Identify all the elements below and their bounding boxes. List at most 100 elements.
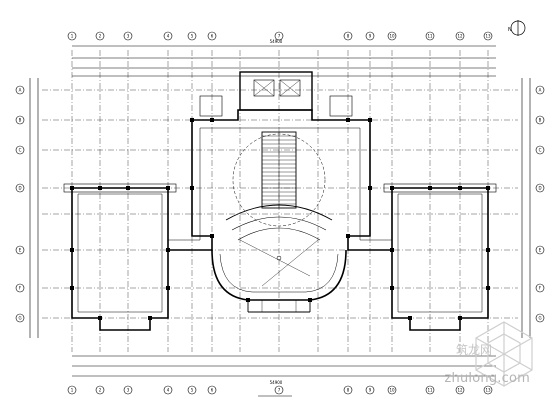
column	[368, 118, 372, 122]
axis-bubble	[15, 145, 25, 155]
axis-bubble	[15, 283, 25, 293]
column	[166, 186, 170, 190]
axis-bubble	[455, 385, 465, 395]
axis-bubble-label: 4	[167, 388, 170, 393]
column	[190, 118, 194, 122]
watermark: 筑龙网 zhulong.com	[392, 312, 552, 404]
axis-bubble	[163, 385, 173, 395]
axis-bubble-label: E	[539, 248, 542, 253]
column	[346, 234, 350, 238]
axis-bubble-label: 7	[278, 388, 281, 393]
watermark-chinese-text: 筑龙网	[455, 343, 492, 357]
top-dimension-lines	[72, 45, 496, 77]
column	[166, 248, 170, 252]
axis-bubble	[343, 31, 353, 41]
column	[368, 186, 372, 190]
axis-bubble	[274, 31, 284, 41]
column	[70, 286, 74, 290]
column	[390, 286, 394, 290]
right-wing	[383, 183, 497, 331]
axis-bubble-label: A	[539, 88, 542, 93]
axis-bubble	[15, 115, 25, 125]
axis-bubble-label: E	[19, 248, 22, 253]
axis-bubble	[425, 31, 435, 41]
axis-bubble	[187, 385, 197, 395]
column	[210, 118, 214, 122]
column	[166, 286, 170, 290]
column	[246, 298, 250, 302]
axis-bubble-label: 13	[485, 34, 491, 39]
axis-bubble-label: F	[19, 286, 22, 291]
column	[148, 316, 152, 320]
column	[486, 248, 490, 252]
axis-bubble-label: 6	[211, 388, 214, 393]
axis-bubble	[483, 31, 493, 41]
axis-bubble-label: B	[19, 118, 22, 123]
axis-bubble-label: 9	[369, 388, 372, 393]
north-arrow: N	[508, 20, 526, 36]
axis-bubble	[274, 385, 284, 395]
axis-bubble	[163, 31, 173, 41]
axis-bubble	[123, 31, 133, 41]
north-label: N	[508, 27, 512, 33]
watermark-text: zhulong.com	[444, 371, 530, 386]
column	[308, 298, 312, 302]
column	[210, 234, 214, 238]
overall-dimension-bottom: 54900	[270, 380, 283, 385]
axis-bubble-label: 11	[427, 388, 433, 393]
axis-bubble	[343, 385, 353, 395]
axis-bubble	[207, 385, 217, 395]
axis-bubble-label: C	[19, 148, 22, 153]
axis-bubble	[187, 31, 197, 41]
axis-bubble-label: 3	[127, 34, 130, 39]
axis-bubble	[67, 385, 77, 395]
axis-bubble-label: 6	[211, 34, 214, 39]
axis-bubble	[15, 245, 25, 255]
bottom-dimension-lines	[72, 355, 496, 377]
axis-bubble-label: C	[539, 148, 542, 153]
axis-bubble-label: G	[18, 316, 21, 321]
axis-bubble-label: 11	[427, 34, 433, 39]
axis-bubble	[535, 85, 545, 95]
axis-bubble-label: 8	[347, 388, 350, 393]
axis-bubble-label: D	[18, 186, 21, 191]
axis-bubble	[535, 245, 545, 255]
structural-columns	[70, 118, 490, 320]
axis-bubble	[67, 31, 77, 41]
column	[98, 316, 102, 320]
axis-bubble-label: 3	[127, 388, 130, 393]
main-staircase	[261, 131, 297, 209]
axis-bubble	[455, 31, 465, 41]
column	[70, 248, 74, 252]
axis-bubble	[535, 115, 545, 125]
axis-bubble-label: 8	[347, 34, 350, 39]
axis-bubble-label: 13	[485, 388, 491, 393]
column	[428, 186, 432, 190]
axis-bubble	[483, 385, 493, 395]
axis-bubble	[387, 31, 397, 41]
axis-bubble-label: 5	[191, 388, 194, 393]
column	[408, 316, 412, 320]
axis-bubble-label: 2	[99, 34, 102, 39]
column	[390, 186, 394, 190]
axis-bubble-label: 2	[99, 388, 102, 393]
watermark-logo	[475, 321, 533, 387]
axis-bubble-label: A	[19, 88, 22, 93]
axis-bubble	[387, 385, 397, 395]
column	[190, 186, 194, 190]
axis-bubble-label: D	[538, 186, 541, 191]
overall-dimension-top: 54900	[270, 39, 283, 44]
column	[346, 118, 350, 122]
axis-bubble	[15, 85, 25, 95]
column	[126, 186, 130, 190]
entrance-rotunda	[211, 133, 347, 313]
axis-bubble-label: 5	[191, 34, 194, 39]
axis-bubble	[535, 183, 545, 193]
axis-bubble-label: F	[539, 286, 542, 291]
axis-bubble	[365, 31, 375, 41]
side-dimension-lines	[29, 78, 531, 338]
axis-bubble-label: 1	[71, 388, 74, 393]
